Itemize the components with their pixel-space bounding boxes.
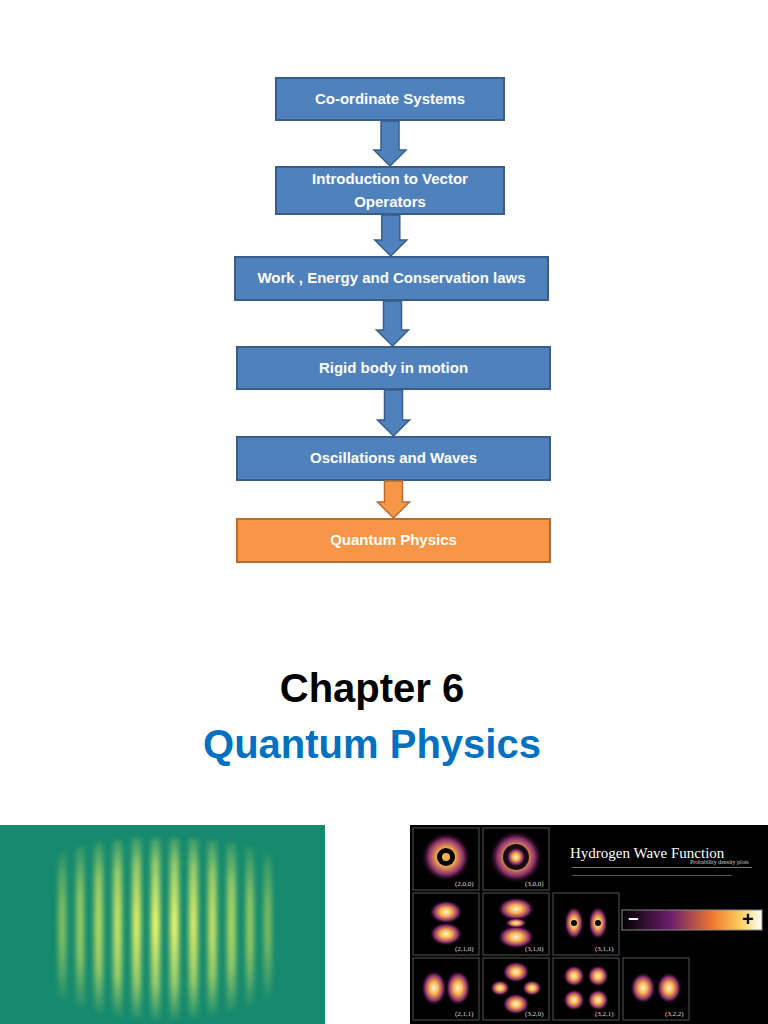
block-arrow <box>374 121 406 166</box>
block-arrow <box>375 215 407 256</box>
orbital-label: (3,1,0) <box>525 945 544 953</box>
box-text: Quantum Physics <box>330 529 457 552</box>
box-text: Oscillations and Waves <box>310 447 477 470</box>
orbital-label: (3,2,0) <box>525 1010 544 1018</box>
box-text: Introduction to Vector Operators <box>285 168 495 213</box>
interference-photo <box>0 825 325 1024</box>
box-text: Work , Energy and Conservation laws <box>257 267 525 290</box>
block-arrow <box>378 390 410 436</box>
hydrogen-orbitals <box>410 825 768 1024</box>
orbital-label: (3,2,2) <box>665 1010 684 1018</box>
process-box: Co-ordinate Systems <box>275 77 505 121</box>
scale-plus: + <box>742 907 754 931</box>
orbital-label: (2,1,1) <box>455 1010 474 1018</box>
box-text: Co-ordinate Systems <box>315 88 465 111</box>
process-box: Quantum Physics <box>236 518 551 563</box>
chapter-number: Chapter 6 <box>0 664 744 712</box>
box-text: Rigid body in motion <box>319 357 468 380</box>
orbital-label: (3,1,1) <box>595 945 614 953</box>
scale-minus: − <box>628 909 639 931</box>
panel-subtitle: Probability density plots <box>690 859 749 866</box>
process-box: Rigid body in motion <box>236 346 551 390</box>
block-arrow <box>377 301 409 346</box>
orbital-label: (3,2,1) <box>595 1010 614 1018</box>
orbital-label: (2,0,0) <box>455 880 474 888</box>
orbital-label: (2,1,0) <box>455 945 474 953</box>
process-box: Work , Energy and Conservation laws <box>234 256 549 301</box>
block-arrow <box>378 481 410 518</box>
chapter-title: Quantum Physics <box>0 720 744 768</box>
process-box: Oscillations and Waves <box>236 436 551 481</box>
orbital-label: (3,0,0) <box>525 880 544 888</box>
process-box: Introduction to Vector Operators <box>275 166 505 215</box>
